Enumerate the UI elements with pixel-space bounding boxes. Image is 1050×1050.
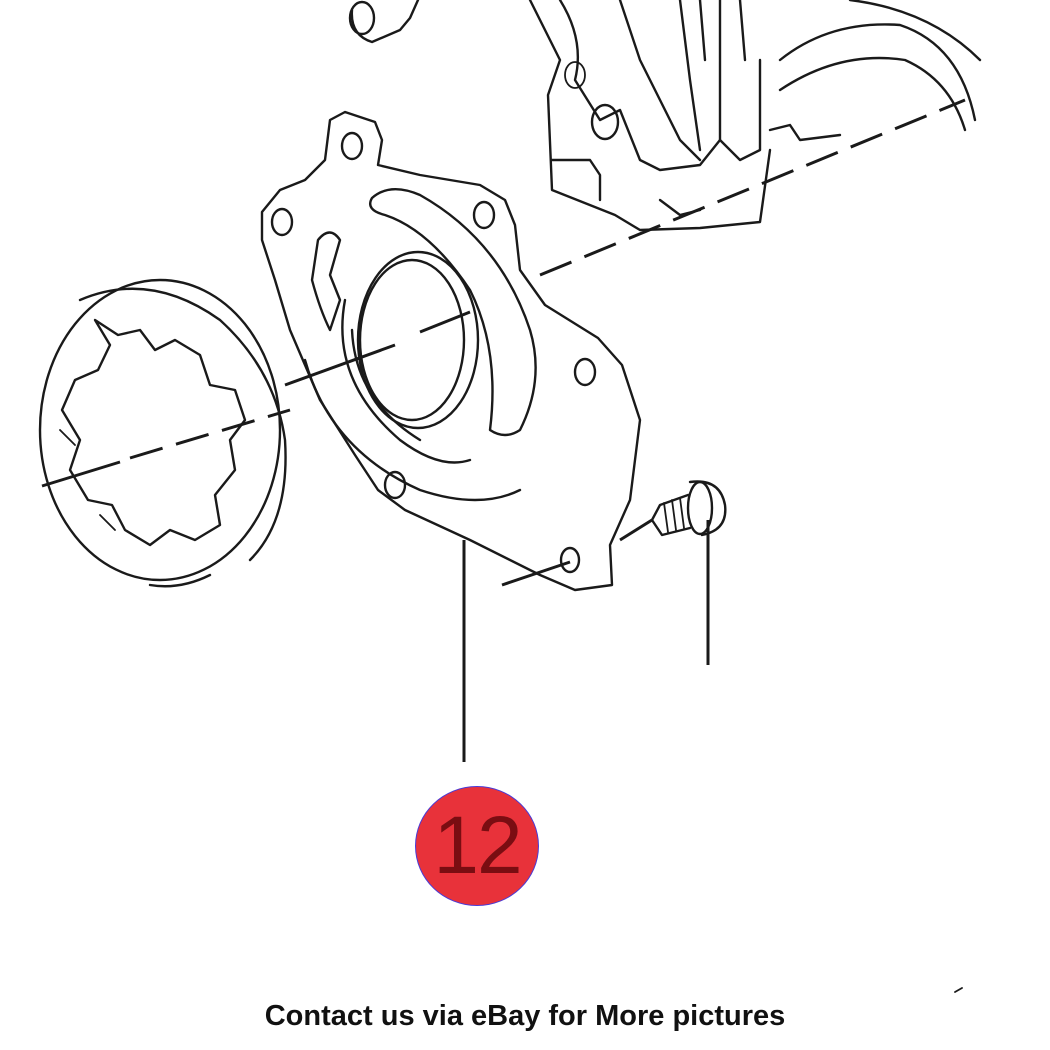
callout-number-badge: 12 bbox=[415, 786, 539, 906]
axis-line-top bbox=[539, 98, 966, 277]
shaft-axis-line-3 bbox=[419, 310, 471, 334]
scan-speck bbox=[954, 987, 963, 993]
caption-text: Contact us via eBay for More pictures bbox=[264, 1000, 786, 1032]
pump-cover-plate bbox=[260, 110, 642, 592]
mounting-bolt bbox=[619, 480, 727, 542]
dowel-sleeve bbox=[348, 0, 420, 44]
shaft-axis-line bbox=[41, 460, 121, 488]
shaft-axis-dashed bbox=[129, 408, 291, 460]
engine-block-fragment bbox=[528, 0, 982, 232]
inner-rotor-gear bbox=[38, 278, 287, 588]
shaft-axis-line-2 bbox=[284, 343, 396, 387]
callout-number: 12 bbox=[433, 800, 522, 891]
dowel-pin-line bbox=[501, 560, 571, 587]
